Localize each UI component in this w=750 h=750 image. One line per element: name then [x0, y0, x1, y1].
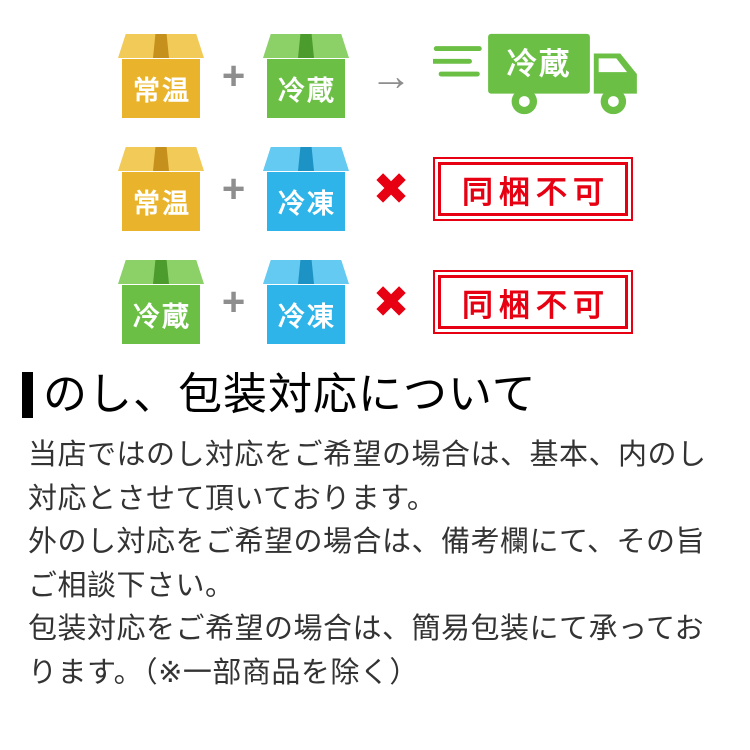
plus-icon: +	[221, 53, 246, 98]
cross-icon: ✖	[372, 277, 410, 327]
box-label: 冷凍	[267, 172, 345, 231]
truck-cargo-label: 冷蔵	[507, 47, 572, 81]
plus-icon: +	[221, 166, 246, 211]
box-tape-icon	[153, 34, 169, 58]
box-label: 常温	[122, 172, 200, 231]
cross-icon: ✖	[372, 164, 410, 214]
box-label: 冷蔵	[267, 59, 345, 118]
shipping-combination-diagram: 常温 + 冷蔵 → 冷蔵	[0, 0, 750, 345]
no-bundle-stamp: 同梱不可	[433, 157, 633, 221]
package-box-icon: 常温	[118, 34, 204, 118]
delivery-truck-icon: 冷蔵	[433, 33, 637, 115]
paragraph: 包装対応をご希望の場合は、簡易包装にて承ってお ります。（※一部商品を除く）	[28, 613, 705, 689]
box-tape-icon	[298, 34, 314, 58]
combination-row-3: 冷蔵 + 冷凍 ✖ 同梱不可	[118, 259, 750, 345]
section-title: のし、包装対応について	[43, 370, 537, 419]
combination-row-1: 常温 + 冷蔵 → 冷蔵	[118, 33, 750, 119]
no-bundle-stamp-label: 同梱不可	[438, 162, 628, 216]
combination-row-2: 常温 + 冷凍 ✖ 同梱不可	[118, 146, 750, 232]
speed-lines-icon	[433, 46, 482, 77]
box-label: 常温	[122, 59, 200, 118]
box-label: 冷凍	[267, 285, 345, 344]
package-box-icon: 冷蔵	[263, 34, 349, 118]
box-tape-icon	[153, 147, 169, 171]
package-box-icon: 常温	[118, 147, 204, 231]
paragraph: 当店ではのし対応をご希望の場合は、基本、内のし 対応とさせて頂いております。	[28, 439, 707, 515]
package-box-icon: 冷蔵	[118, 260, 204, 344]
paragraph: 外のし対応をご希望の場合は、備考欄にて、その旨 ご相談下さい。	[28, 526, 706, 602]
box-tape-icon	[298, 147, 314, 171]
plus-icon: +	[221, 279, 246, 324]
arrow-icon: →	[370, 52, 412, 99]
section-heading: のし、包装対応について	[22, 372, 722, 418]
box-tape-icon	[153, 260, 169, 284]
heading-bar-icon	[22, 372, 33, 418]
box-label: 冷蔵	[122, 285, 200, 344]
no-bundle-stamp-label: 同梱不可	[438, 275, 628, 329]
no-bundle-stamp: 同梱不可	[433, 270, 633, 334]
package-box-icon: 冷凍	[263, 260, 349, 344]
noshi-wrapping-section: のし、包装対応について 当店ではのし対応をご希望の場合は、基本、内のし 対応とさ…	[0, 372, 750, 715]
box-tape-icon	[298, 260, 314, 284]
package-box-icon: 冷凍	[263, 147, 349, 231]
